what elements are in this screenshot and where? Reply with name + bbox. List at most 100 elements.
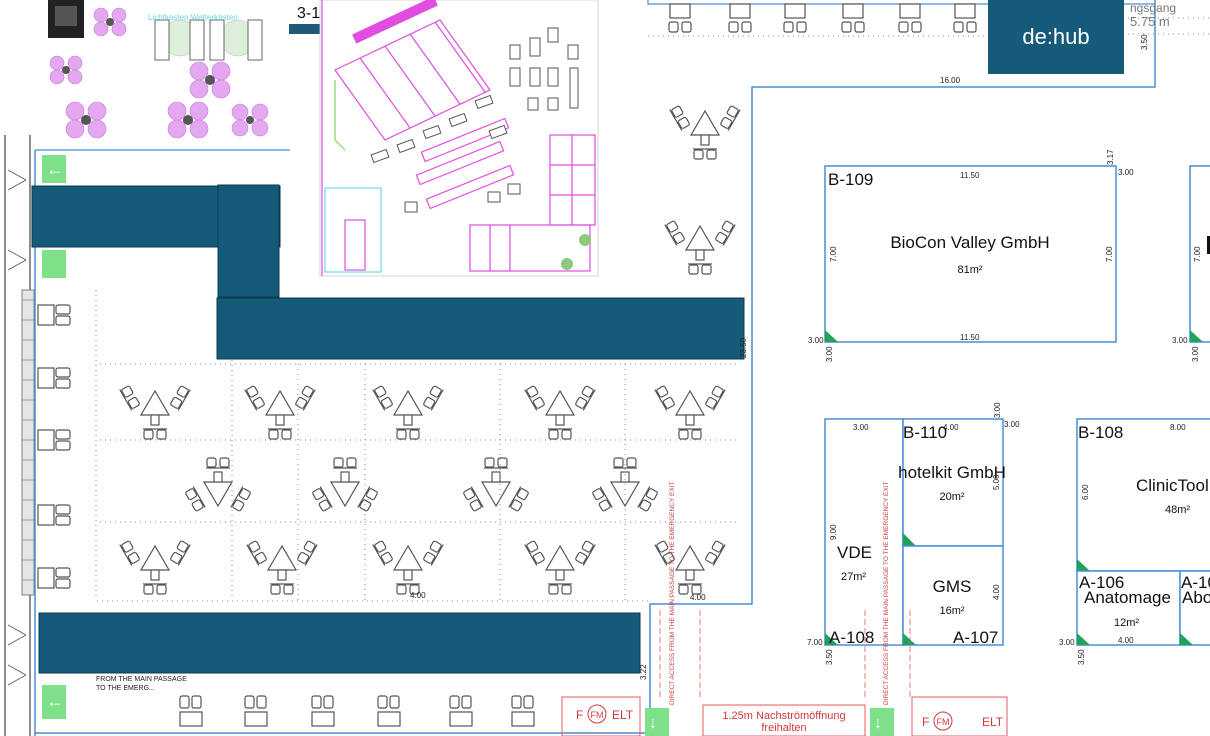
booth-b109-corner-b: 3.00	[825, 346, 834, 362]
chair-pair	[705, 385, 726, 411]
booth-b109-corner-c: 3.17	[1106, 149, 1115, 165]
booth-b110-name: hotelkit GmbH	[898, 463, 1006, 482]
table-cluster	[246, 540, 318, 595]
booth-b110-corner-b: 3.00	[1004, 420, 1020, 429]
chair-pair	[664, 220, 685, 246]
table-cluster	[119, 385, 191, 440]
bottom-seating	[179, 695, 535, 727]
booth-gms-dim: 4.00	[992, 584, 1001, 600]
passage-note-b: TO THE EMERG...	[96, 685, 155, 692]
dehub-label: de:hub	[1022, 24, 1089, 49]
chair-pair	[170, 540, 191, 566]
chair-pair	[170, 385, 191, 411]
vertical-dim: 23.50	[739, 337, 748, 358]
table-cluster	[244, 385, 316, 440]
booth-b109-name: BioCon Valley GmbH	[890, 233, 1049, 252]
table-cluster	[372, 385, 444, 440]
chair-pair	[484, 457, 508, 469]
svg-text:↓: ↓	[649, 715, 657, 732]
next-booth-dim-c: 3.00	[1191, 346, 1200, 362]
chair-pair	[270, 583, 294, 595]
chair-pair	[693, 148, 717, 160]
booth-b108-name: ClinicTool	[1136, 476, 1209, 495]
bottom-chair	[511, 695, 535, 727]
elt-label-b: ELT	[982, 715, 1004, 729]
booth-b109-corner-a: 3.00	[808, 336, 824, 345]
chair-pair	[119, 540, 140, 566]
booth-b108	[1076, 418, 1210, 572]
booth-b108-id: B-108	[1078, 423, 1123, 442]
booth-vde	[824, 418, 904, 646]
chair-pair	[396, 428, 420, 440]
chair-pair	[715, 220, 736, 246]
booth-a105	[1179, 570, 1210, 646]
exit-signs: ← ← ↓ ↓	[42, 155, 894, 736]
chair-pair	[143, 583, 167, 595]
top-table	[728, 3, 752, 33]
chair-pair	[206, 457, 230, 469]
booth-vde-dim-top: 3.00	[853, 423, 869, 432]
chair-pair	[423, 385, 444, 411]
booth-b110-corner-a: 3.00	[993, 402, 1002, 418]
wall-chair	[37, 367, 71, 389]
dim-400-b: 4.00	[690, 593, 706, 602]
fm-label-a: FM	[591, 710, 604, 720]
table-cluster	[654, 540, 726, 595]
chair-pair	[372, 385, 393, 411]
booth-vde-dim-left: 9.00	[829, 524, 838, 540]
chair-pair	[119, 385, 140, 411]
table-cluster	[664, 220, 736, 275]
booth-b110-right: 5.00	[992, 474, 1001, 490]
wall-seating	[37, 304, 71, 589]
chair-pair	[143, 428, 167, 440]
booth-a105-name: Abo	[1182, 588, 1210, 607]
top-table	[841, 3, 865, 33]
booth-b109-corner-d: 3.00	[1118, 168, 1134, 177]
chair-pair	[688, 263, 712, 275]
corridor-dim: 3.50	[1140, 34, 1149, 50]
booth-a106-corner-b: 3.50	[1077, 649, 1086, 665]
booth-gms-name: GMS	[933, 577, 972, 596]
top-table	[668, 3, 692, 33]
chair-pair	[312, 486, 333, 512]
table-cluster	[524, 540, 596, 595]
chair-pair	[333, 457, 357, 469]
booth-b108-area: 48m²	[1165, 504, 1190, 516]
table-cluster	[119, 540, 191, 595]
chair-pair	[654, 385, 675, 411]
next-booth-dim-a: 7.00	[1193, 246, 1202, 262]
next-booth-dim-b: 3.00	[1172, 336, 1188, 345]
bottom-chair	[377, 695, 401, 727]
room-3-1-label: 3-1	[297, 5, 320, 22]
lounge-area: Lichtkasten Wetterkästen 3-1	[48, 0, 340, 139]
booth-b108-left: 6.00	[1081, 484, 1090, 500]
chair-pair	[524, 385, 545, 411]
table-cluster	[372, 540, 444, 595]
table-cluster	[463, 457, 529, 512]
wall-chair	[37, 504, 71, 526]
booth-a108-dim-b: 3.50	[825, 649, 834, 665]
booth-a105-id: A-10	[1181, 573, 1210, 592]
booth-b109-right: 7.00	[1105, 246, 1114, 262]
chair-pair	[654, 540, 675, 566]
bottom-chair	[449, 695, 473, 727]
booth-vde-area: 27m²	[841, 571, 866, 583]
chair-pair	[295, 385, 316, 411]
grid-lines	[95, 290, 740, 602]
vent-note-a: 1.25m Nachströmöffnung	[722, 710, 845, 722]
lounge-label: Lichtkasten Wetterkästen	[148, 13, 238, 22]
top-table-row	[668, 3, 977, 33]
wall-chair	[37, 567, 71, 589]
bottom-area: FROM THE MAIN PASSAGE TO THE EMERG... 4.…	[96, 337, 1008, 736]
chair-pair	[372, 540, 393, 566]
chair-pair	[244, 385, 265, 411]
chair-pair	[678, 583, 702, 595]
booth-b109-bottom: 11.50	[960, 333, 980, 342]
chair-pair	[669, 105, 690, 131]
dim-322: 3.22	[639, 664, 648, 680]
chair-pair	[246, 540, 267, 566]
booth-a106-name: Anatomage	[1084, 588, 1171, 607]
booth-a106	[1076, 570, 1181, 646]
chair-pair	[637, 486, 658, 512]
chair-pair	[548, 583, 572, 595]
